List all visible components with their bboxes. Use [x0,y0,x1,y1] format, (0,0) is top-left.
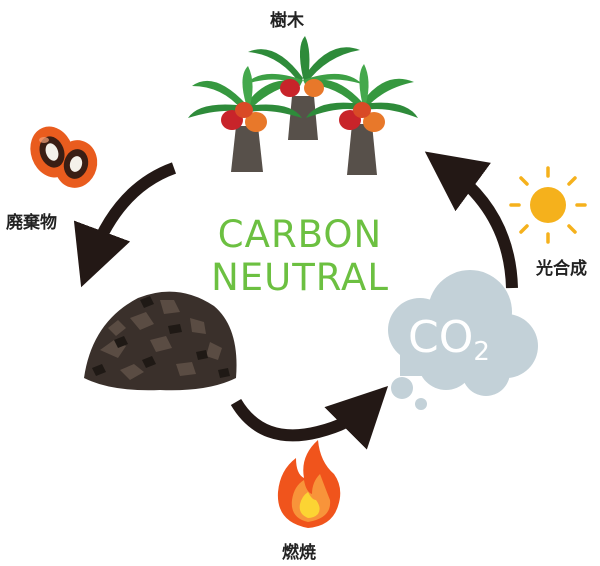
palm-fronds-middle [246,36,362,86]
sun-icon [509,166,587,244]
co2-cloud [388,270,538,410]
palm-trees-illustration [188,36,418,175]
co2-text: CO [408,312,474,363]
label-trees: 樹木 [270,11,304,31]
label-combustion: 燃焼 [282,543,316,563]
arrow-trees-to-waste [73,162,177,288]
co2-subscript: 2 [473,337,490,367]
palm-trunk-right [347,124,377,175]
palm-trunk-middle [288,96,318,140]
palm-trunk-left [231,126,263,172]
label-photosynthesis: 光合成 [536,259,587,279]
palm-fruits [221,79,385,132]
arrow-waste-to-combustion [230,385,389,450]
co2-label: CO2 [408,312,490,367]
flame-icon [277,440,341,528]
label-waste: 廃棄物 [6,213,57,233]
center-title-line-2: NEUTRAL [211,256,389,299]
arrow-co2-to-trees [424,151,518,289]
center-title-line-1: CARBON [217,213,383,256]
palm-fruit-icon [30,126,98,188]
palm-shell-waste-pile [84,291,237,391]
